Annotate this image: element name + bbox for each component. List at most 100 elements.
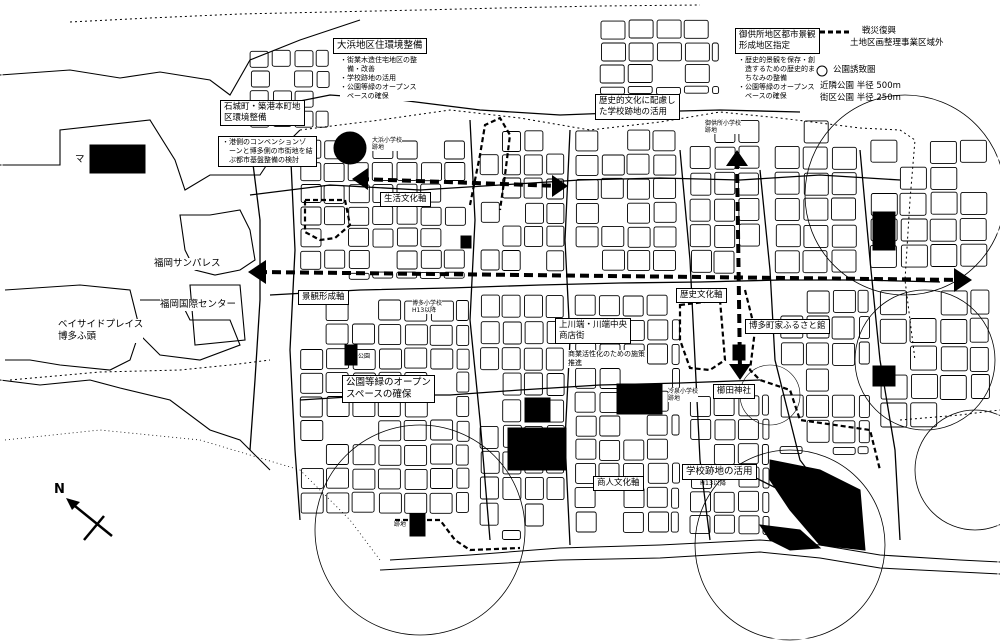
city-block <box>429 324 453 346</box>
city-block <box>802 250 828 274</box>
sunpalace-label: 福岡サンパレス <box>154 258 221 270</box>
legend-reconstruction-line1: 戦災復興 <box>862 26 897 36</box>
seikatsu-axis-label: 生活文化軸 <box>380 192 431 207</box>
city-block <box>762 418 770 440</box>
city-block <box>712 86 720 95</box>
city-block <box>647 319 669 341</box>
city-block <box>455 491 469 513</box>
city-block <box>653 249 676 271</box>
city-block <box>300 467 324 489</box>
city-block <box>348 227 369 247</box>
ishikiri-line2: 区環境整備 <box>224 113 267 123</box>
city-block <box>480 249 500 271</box>
city-block <box>404 347 428 369</box>
gokusho-notes: ・歴史的景観を保存・創 造するための歴史的ま ちなみの整備 ・公園等緑のオープン… <box>738 56 815 101</box>
city-block <box>930 166 958 190</box>
city-block <box>396 250 418 270</box>
city-block <box>832 420 856 444</box>
city-block <box>420 206 442 226</box>
shonin-axis-label: 商人文化軸 <box>593 476 644 491</box>
city-block <box>300 228 322 248</box>
city-block <box>524 476 544 500</box>
ishikiri-notes: ・港側のコンベンションゾ ーンと博多側の市街地を結 ぶ都市基盤整備の検討 <box>218 136 317 167</box>
city-block <box>378 444 402 466</box>
city-block <box>929 140 957 164</box>
city-block <box>691 249 712 273</box>
city-block <box>940 346 968 372</box>
city-block <box>480 347 500 371</box>
city-block <box>456 371 470 393</box>
city-block <box>479 425 499 449</box>
city-block <box>775 224 801 248</box>
city-block <box>622 295 644 317</box>
city-block <box>690 418 712 440</box>
city-block <box>502 225 522 247</box>
city-block <box>653 201 677 223</box>
city-block <box>911 373 938 399</box>
city-block <box>377 468 401 490</box>
city-block <box>523 372 543 396</box>
city-block <box>646 486 668 508</box>
city-block <box>737 172 759 196</box>
city-block <box>403 420 427 442</box>
city-block <box>858 420 870 444</box>
city-block <box>831 197 856 221</box>
city-block <box>910 402 938 428</box>
north-label: N <box>54 482 65 497</box>
city-block <box>546 202 565 224</box>
city-block <box>806 394 829 418</box>
city-block <box>300 372 324 394</box>
city-block <box>684 42 710 62</box>
city-block <box>737 419 759 441</box>
city-block <box>714 171 736 195</box>
park-small-label: 公園 <box>358 353 371 360</box>
city-block <box>832 289 856 313</box>
city-block <box>524 130 544 152</box>
city-block <box>857 446 869 455</box>
city-block <box>575 202 599 224</box>
city-block <box>523 154 543 176</box>
city-block <box>574 294 596 316</box>
city-block <box>713 491 735 513</box>
city-block <box>351 491 375 513</box>
city-block <box>348 249 370 269</box>
city-block <box>249 50 269 68</box>
city-block <box>689 395 711 417</box>
city-block <box>480 201 500 223</box>
city-block <box>250 70 270 88</box>
city-block <box>601 225 625 247</box>
city-block <box>929 218 957 242</box>
kushida-label: 櫛田神社 <box>713 384 756 399</box>
city-block <box>420 249 442 269</box>
city-block <box>299 396 323 418</box>
city-block <box>501 294 521 318</box>
city-block <box>713 250 735 274</box>
city-block <box>671 414 680 436</box>
city-block <box>502 372 522 396</box>
city-block <box>622 511 644 533</box>
city-block <box>479 154 499 176</box>
city-block <box>805 342 829 366</box>
city-block <box>525 202 544 224</box>
river <box>4 429 1000 575</box>
city-block <box>870 139 898 163</box>
city-block <box>372 228 394 248</box>
city-block <box>455 300 469 321</box>
city-block <box>930 191 958 215</box>
city-block <box>646 414 668 436</box>
city-block <box>859 316 870 340</box>
city-block <box>960 243 988 267</box>
city-block <box>378 420 402 442</box>
school-history-line2: た学校跡地の活用 <box>599 107 668 117</box>
city-block <box>831 394 855 418</box>
city-block <box>831 172 857 196</box>
city-block <box>430 419 454 441</box>
city-block <box>714 198 736 222</box>
city-block <box>774 145 800 169</box>
city-block <box>940 319 968 344</box>
city-block <box>831 249 857 273</box>
city-block <box>575 415 597 437</box>
city-block <box>326 467 349 489</box>
city-block <box>899 166 927 190</box>
